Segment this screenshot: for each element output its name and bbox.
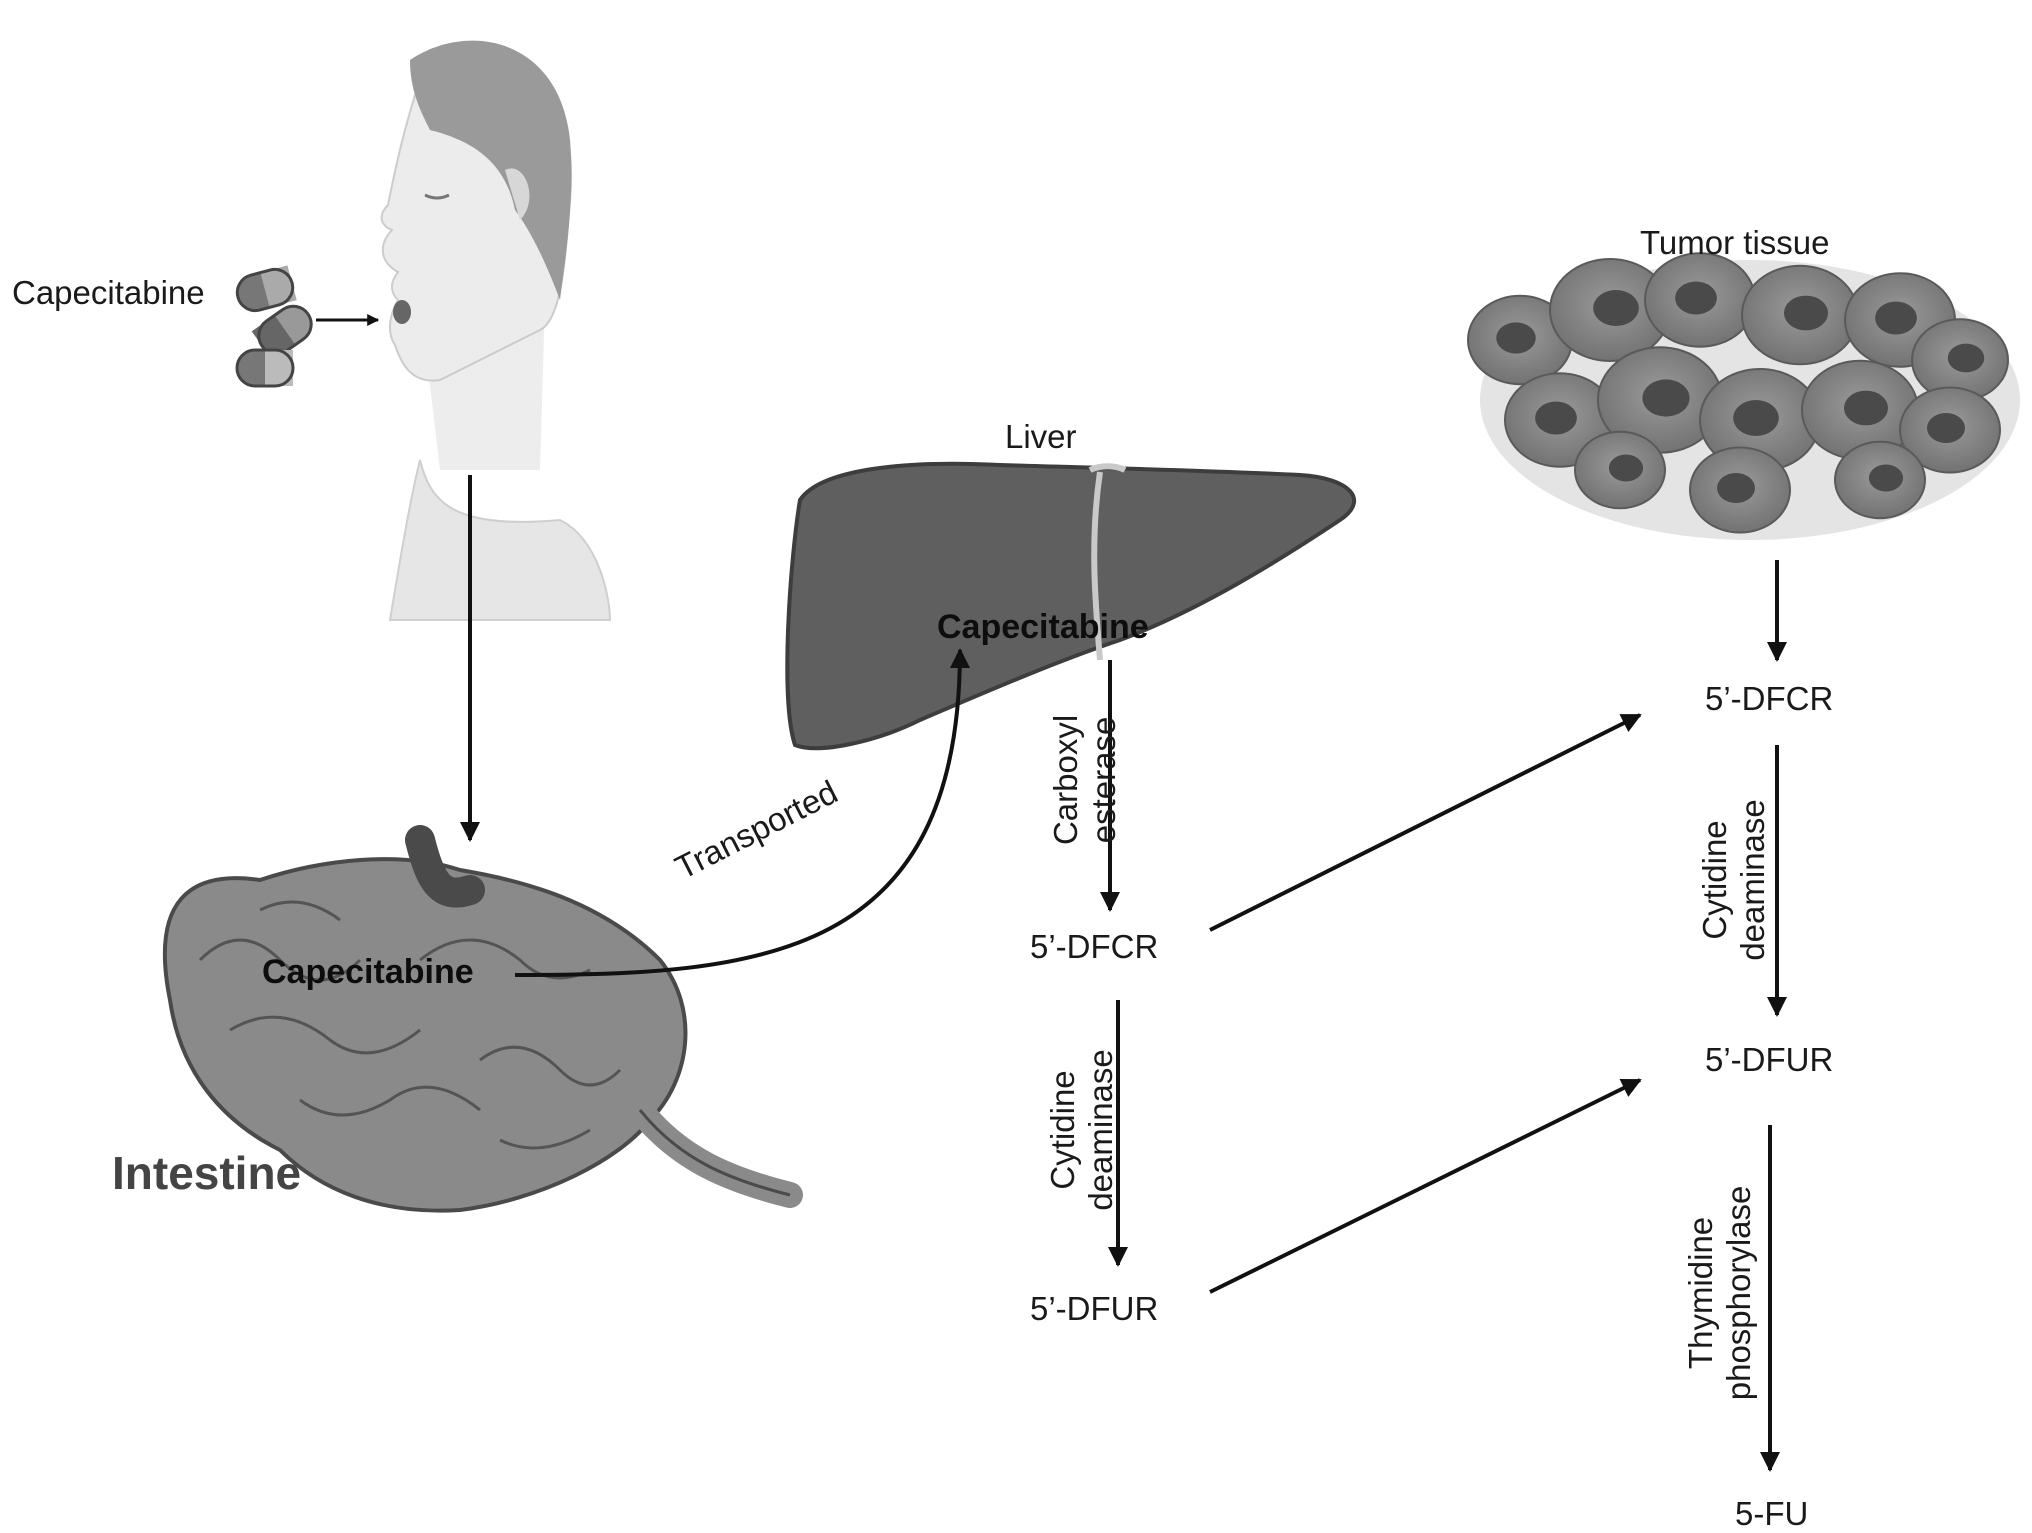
- tumor-cell-nucleus: [1783, 295, 1829, 331]
- tumor-tissue-icon: [1467, 252, 2020, 540]
- tumor-cell-nucleus: [1593, 290, 1639, 326]
- capecitabine-intestine-label: Capecitabine: [262, 953, 474, 991]
- tumor-cell-nucleus: [1843, 390, 1889, 426]
- arrow-liver-dfcr-to-tumor-dfcr: [1209, 713, 1642, 932]
- thymidine-line1: Thymidine: [1682, 1216, 1720, 1370]
- carboxyl-esterase-label: Carboxyl esterase: [1047, 670, 1123, 890]
- carboxyl-line1: Carboxyl: [1047, 714, 1085, 846]
- tumor-cell-nucleus: [1608, 454, 1644, 482]
- capecitabine-oral-label: Capecitabine: [12, 274, 205, 311]
- cytidine-liver-line1: Cytidine: [1044, 1070, 1082, 1190]
- tumor-cell-nucleus: [1675, 281, 1717, 315]
- tumor-cell-nucleus: [1927, 413, 1965, 443]
- liver-icon: [785, 461, 1356, 751]
- tumor-dfcr-label: 5’-DFCR: [1705, 680, 1834, 717]
- tumor-cell-nucleus: [1717, 473, 1755, 503]
- tumor-cell-nucleus: [1868, 464, 1904, 492]
- carboxyl-line2: esterase: [1085, 716, 1122, 844]
- arrow-liver-dfur-to-tumor-dfur: [1209, 1078, 1642, 1294]
- thymidine-phosphorylase-label: Thymidine phosphorylase: [1682, 1123, 1758, 1463]
- cytidine-liver-line2: deaminase: [1082, 1049, 1119, 1211]
- capecitabine-liver-label: Capecitabine: [937, 608, 1149, 646]
- tumor-cell-nucleus: [1733, 400, 1779, 436]
- tumor-dfur-label: 5’-DFUR: [1705, 1041, 1834, 1078]
- tumor-cell-nucleus: [1496, 322, 1536, 354]
- tumor-tissue-label: Tumor tissue: [1640, 224, 1830, 261]
- liver-dfur-label: 5’-DFUR: [1030, 1290, 1159, 1327]
- capsule-pills-icon: [235, 265, 313, 388]
- cytidine-tumor-line2: deaminase: [1734, 799, 1771, 961]
- fu-label: 5-FU: [1735, 1495, 1809, 1532]
- arrows: [316, 314, 1787, 1472]
- tumor-cell-nucleus: [1535, 401, 1577, 435]
- tumor-cell-nucleus: [1947, 343, 1985, 373]
- cytidine-deaminase-tumor-label: Cytidine deaminase: [1696, 750, 1772, 1010]
- human-figure-icon: [380, 40, 612, 621]
- thymidine-line2: phosphorylase: [1720, 1185, 1757, 1401]
- liver-dfcr-label: 5’-DFCR: [1030, 928, 1159, 965]
- tumor-cell-nucleus: [1875, 301, 1917, 335]
- intestine-icon: [162, 825, 803, 1213]
- liver-label: Liver: [1005, 418, 1077, 455]
- cytidine-tumor-line1: Cytidine: [1696, 820, 1734, 940]
- arrow-intestine-to-liver: [514, 648, 970, 977]
- cytidine-deaminase-liver-label: Cytidine deaminase: [1044, 1000, 1120, 1260]
- intestine-label: Intestine: [112, 1147, 302, 1199]
- tumor-cell-nucleus: [1642, 379, 1690, 417]
